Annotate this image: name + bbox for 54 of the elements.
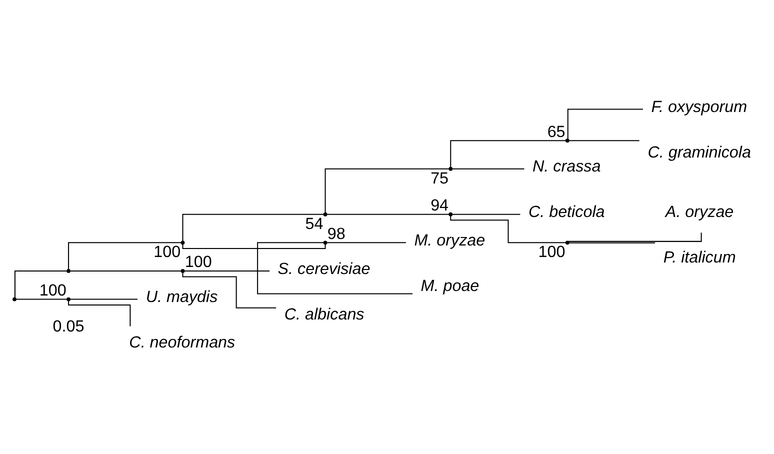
node-text: M. poae bbox=[420, 276, 480, 295]
connector bbox=[257, 242, 412, 294]
node-point bbox=[323, 212, 328, 216]
connector bbox=[68, 242, 182, 270]
node-text: M. oryzae bbox=[414, 232, 486, 250]
node-text: S. cerevisiae bbox=[278, 260, 370, 278]
connector bbox=[68, 301, 131, 326]
connector bbox=[70, 298, 138, 300]
connector bbox=[568, 140, 640, 142]
node-point bbox=[180, 240, 185, 245]
connector bbox=[182, 214, 324, 242]
node-point bbox=[323, 240, 328, 245]
node-text: C. neoformans bbox=[129, 334, 236, 352]
node-text: F. oxysporum bbox=[651, 98, 748, 116]
connector bbox=[14, 270, 67, 298]
node-text: C. beticola bbox=[528, 203, 605, 222]
connector bbox=[450, 216, 566, 244]
node-point bbox=[66, 269, 70, 273]
node-label: 100 bbox=[184, 253, 212, 272]
node-label: 54 bbox=[305, 214, 324, 233]
node-text: A. oryzae bbox=[665, 203, 734, 222]
node-label: 65 bbox=[547, 122, 566, 141]
node-text: C. graminicola bbox=[648, 144, 751, 162]
node-label: 75 bbox=[430, 169, 449, 188]
connector bbox=[327, 214, 450, 215]
connector bbox=[182, 272, 276, 308]
node-point bbox=[66, 297, 70, 302]
connector bbox=[327, 242, 406, 244]
connector bbox=[568, 242, 656, 244]
connector bbox=[324, 168, 449, 213]
connector bbox=[182, 244, 326, 249]
node-point bbox=[180, 269, 185, 273]
node-point bbox=[565, 138, 570, 143]
node-text: U. maydis bbox=[146, 288, 218, 306]
node-label: 100 bbox=[154, 243, 181, 262]
node-point bbox=[565, 240, 570, 245]
connector bbox=[184, 270, 270, 272]
node-text: P. italicum bbox=[663, 248, 736, 267]
node-point bbox=[12, 297, 16, 302]
node-label: 100 bbox=[538, 243, 566, 262]
connector bbox=[567, 108, 643, 139]
node-point bbox=[448, 166, 453, 171]
node-label: 94 bbox=[430, 196, 449, 215]
node-text: C. albicans bbox=[284, 305, 364, 324]
node-label: 100 bbox=[39, 281, 66, 300]
connector bbox=[452, 168, 524, 170]
node-label: 98 bbox=[327, 224, 346, 243]
connector bbox=[452, 214, 520, 215]
node-point bbox=[448, 212, 453, 216]
connector bbox=[70, 270, 182, 272]
connector bbox=[450, 140, 566, 168]
connector bbox=[16, 298, 67, 300]
node-text: N. crassa bbox=[532, 158, 601, 176]
label: 0.05 bbox=[52, 317, 84, 336]
